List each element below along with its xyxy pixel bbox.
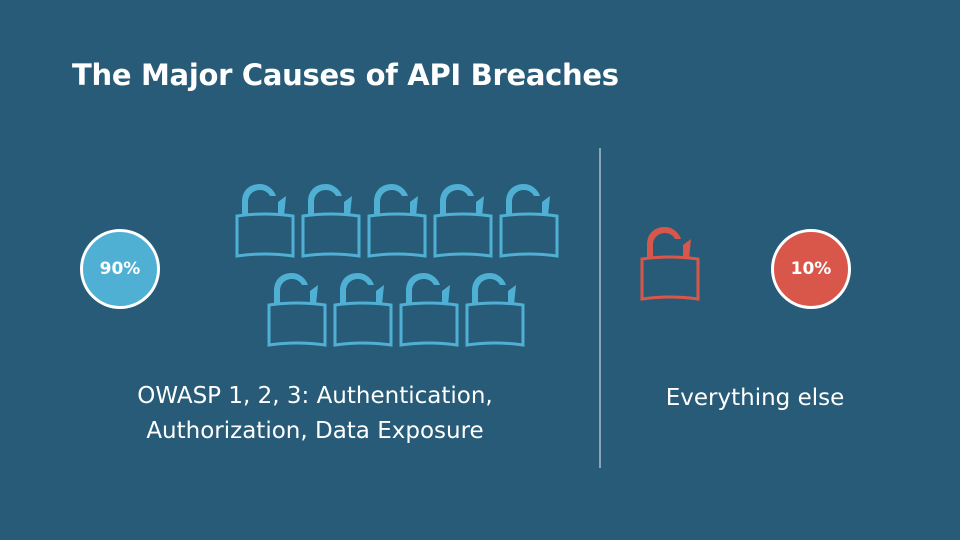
lock-icon — [432, 182, 494, 260]
caption-line: Authorization, Data Exposure — [146, 418, 484, 444]
left-caption: OWASP 1, 2, 3: Authentication, Authoriza… — [90, 379, 540, 449]
lock-icon — [398, 271, 460, 349]
page-title: The Major Causes of API Breaches — [72, 58, 619, 92]
lock-icon — [300, 182, 362, 260]
percent-badge-10: 10% — [771, 229, 851, 309]
percent-label: 10% — [790, 259, 832, 279]
divider — [599, 148, 601, 468]
lock-icon — [498, 182, 560, 260]
lock-icon — [234, 182, 296, 260]
lock-icon — [332, 271, 394, 349]
lock-icon — [266, 271, 328, 349]
caption-line: OWASP 1, 2, 3: Authentication, — [137, 383, 493, 409]
percent-label: 90% — [99, 259, 141, 279]
red-lock-icon — [639, 225, 701, 303]
percent-badge-90: 90% — [80, 229, 160, 309]
right-caption: Everything else — [665, 385, 845, 411]
lock-icon — [464, 271, 526, 349]
lock-icon — [366, 182, 428, 260]
